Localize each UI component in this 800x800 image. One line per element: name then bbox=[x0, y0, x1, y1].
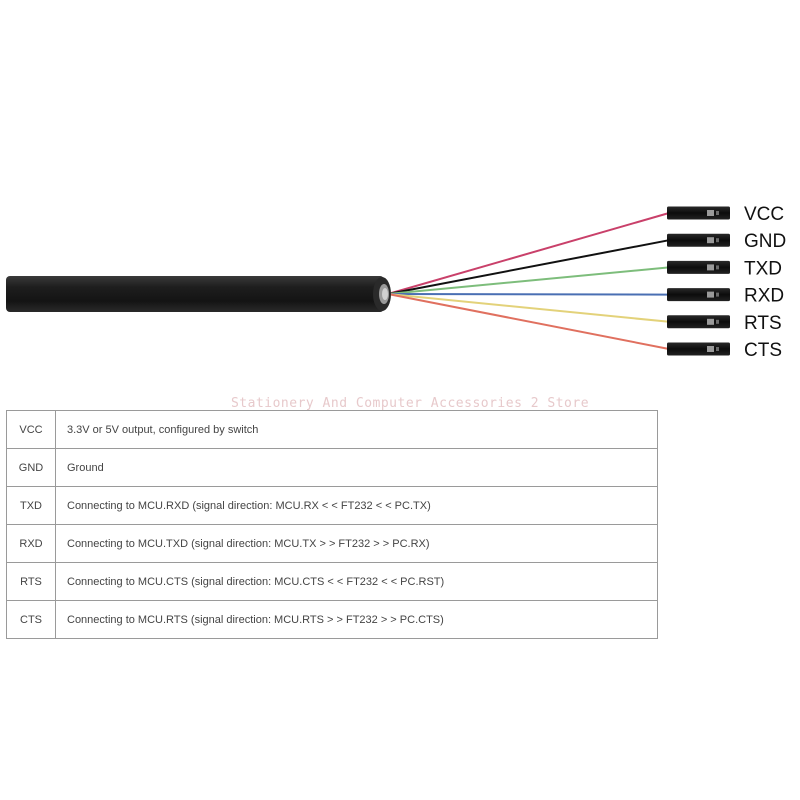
pin-description-cell: Connecting to MCU.CTS (signal direction:… bbox=[55, 562, 658, 601]
watermark-text: Stationery And Computer Accessories 2 St… bbox=[231, 396, 589, 411]
pin-label-rxd: RXD bbox=[744, 286, 784, 307]
connector-vcc bbox=[667, 206, 730, 220]
pin-name-cell: CTS bbox=[6, 600, 56, 639]
pin-description-cell: Connecting to MCU.RTS (signal direction:… bbox=[55, 600, 658, 639]
pin-name-cell: VCC bbox=[6, 410, 56, 449]
wire-vcc bbox=[387, 212, 670, 295]
connector-rxd bbox=[667, 288, 730, 302]
pin-label-vcc: VCC bbox=[744, 204, 784, 225]
connector-cts bbox=[667, 342, 730, 356]
pin-description-cell: 3.3V or 5V output, configured by switch bbox=[55, 410, 658, 449]
pin-labels-group: VCC GND TXD RXD RTS CTS bbox=[744, 204, 786, 361]
wire-rxd bbox=[387, 293, 670, 296]
pin-name-cell: TXD bbox=[6, 486, 56, 525]
wire-cts bbox=[387, 293, 670, 350]
wires-group bbox=[387, 212, 670, 350]
connector-rts bbox=[667, 315, 730, 329]
pin-label-txd: TXD bbox=[744, 258, 782, 279]
connector-gnd bbox=[667, 233, 730, 247]
pin-name-cell: RXD bbox=[6, 524, 56, 563]
wire-rts bbox=[387, 293, 670, 323]
pin-name-cell: GND bbox=[6, 448, 56, 487]
wire-txd bbox=[387, 266, 670, 295]
pin-label-cts: CTS bbox=[744, 340, 782, 361]
pin-label-gnd: GND bbox=[744, 231, 786, 252]
connectors-group bbox=[667, 206, 730, 356]
pin-label-rts: RTS bbox=[744, 313, 782, 334]
pin-description-cell: Connecting to MCU.RXD (signal direction:… bbox=[55, 486, 658, 525]
cable-jacket bbox=[6, 276, 391, 312]
connector-txd bbox=[667, 260, 730, 274]
pin-description-cell: Ground bbox=[55, 448, 658, 487]
wire-gnd bbox=[387, 239, 670, 295]
pin-description-cell: Connecting to MCU.TXD (signal direction:… bbox=[55, 524, 658, 563]
pin-name-cell: RTS bbox=[6, 562, 56, 601]
